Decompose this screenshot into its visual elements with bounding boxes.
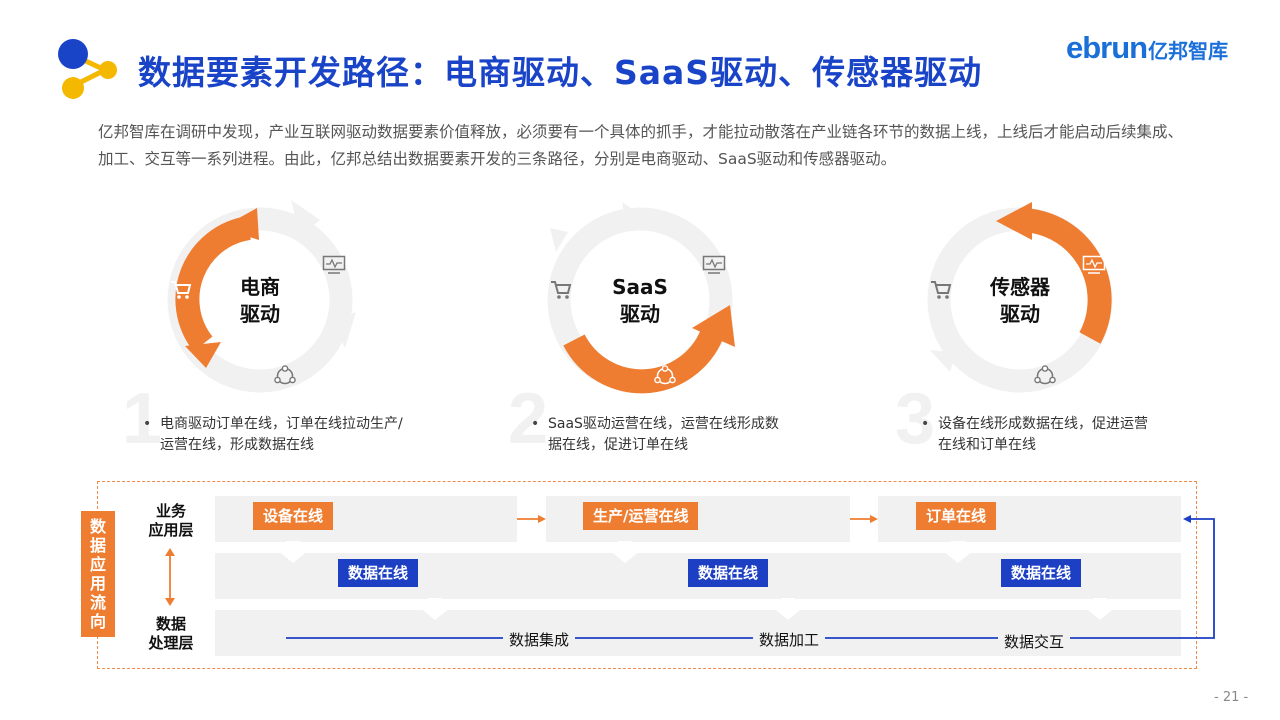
updown-arrow-icon [165, 548, 175, 606]
chip-data-online: 数据在线 [688, 559, 769, 587]
intro-paragraph: 亿邦智库在调研中发现，产业互联网驱动数据要素价值释放，必须要有一个具体的抓手，才… [98, 123, 1184, 168]
cycle-ring [547, 202, 735, 394]
cart-icon [551, 281, 572, 299]
layer-label-line: 应用层 [148, 521, 194, 539]
cycle-label: 传感器 驱动 [920, 274, 1120, 328]
cycle-label-line2: 驱动 [1000, 302, 1040, 326]
monitor-icon [322, 255, 346, 274]
cycle-ring [927, 202, 1113, 393]
layer-label-business: 业务 应用层 [136, 502, 206, 540]
layer-label-line: 处理层 [148, 634, 194, 652]
brand-logo-cn: 亿邦智库 [1148, 39, 1229, 63]
side-tag-char: 数 [89, 517, 106, 536]
network-icon [274, 365, 296, 385]
cycle-ring [167, 200, 356, 393]
chip-data-online: 数据在线 [1001, 559, 1082, 587]
network-icon [1034, 365, 1056, 385]
side-tag-char: 流 [89, 593, 106, 612]
label-data-interaction: 数据交互 [998, 631, 1071, 652]
cycle-ecommerce: 电商 驱动 [160, 200, 360, 400]
brand-logo: ebrun亿邦智库 [1066, 30, 1228, 66]
label-data-integration: 数据集成 [503, 629, 576, 650]
path-description: 电商驱动订单在线，订单在线拉动生产/运营在线，形成数据在线 [140, 414, 410, 456]
cycle-label-line1: 电商 [240, 275, 280, 299]
cycle-label: 电商 驱动 [160, 274, 360, 328]
cycle-label-line1: 传感器 [990, 275, 1050, 299]
brand-logo-en: ebrun [1066, 30, 1148, 65]
chip-order-online: 订单在线 [916, 502, 997, 530]
cart-icon [931, 281, 952, 299]
chip-data-online: 数据在线 [338, 559, 419, 587]
monitor-icon [1082, 255, 1106, 274]
cycle-label-line2: 驱动 [620, 302, 660, 326]
network-icon [654, 365, 676, 385]
page-number: - 21 - [1214, 690, 1249, 705]
path-description: SaaS驱动运营在线，运营在线形成数据在线，促进订单在线 [528, 414, 788, 456]
cycle-label-line2: 驱动 [240, 302, 280, 326]
flow-side-tag: 数 据 应 用 流 向 [81, 511, 115, 637]
cart-icon [171, 281, 192, 299]
cycle-label: SaaS 驱动 [540, 274, 740, 328]
path-description: 设备在线形成数据在线，促进运营在线和订单在线 [918, 414, 1148, 456]
page-title: 数据要素开发路径：电商驱动、SaaS驱动、传感器驱动 [138, 53, 983, 92]
side-tag-char: 用 [89, 574, 106, 593]
cycle-saas: SaaS 驱动 [540, 200, 740, 400]
side-tag-char: 向 [89, 612, 106, 631]
layer-label-line: 数据 [155, 615, 186, 633]
title-logo-icon [58, 39, 117, 99]
chip-production-online: 生产/运营在线 [583, 502, 699, 530]
side-tag-char: 据 [89, 536, 106, 555]
cycle-label-line1: SaaS [612, 275, 668, 299]
label-data-processing: 数据加工 [753, 629, 826, 650]
chip-device-online: 设备在线 [253, 502, 334, 530]
layer-label-line: 业务 [155, 502, 186, 520]
cycle-sensor: 传感器 驱动 [920, 200, 1120, 400]
layer-label-data: 数据 处理层 [136, 615, 206, 653]
side-tag-char: 应 [89, 555, 106, 574]
monitor-icon [702, 255, 726, 274]
